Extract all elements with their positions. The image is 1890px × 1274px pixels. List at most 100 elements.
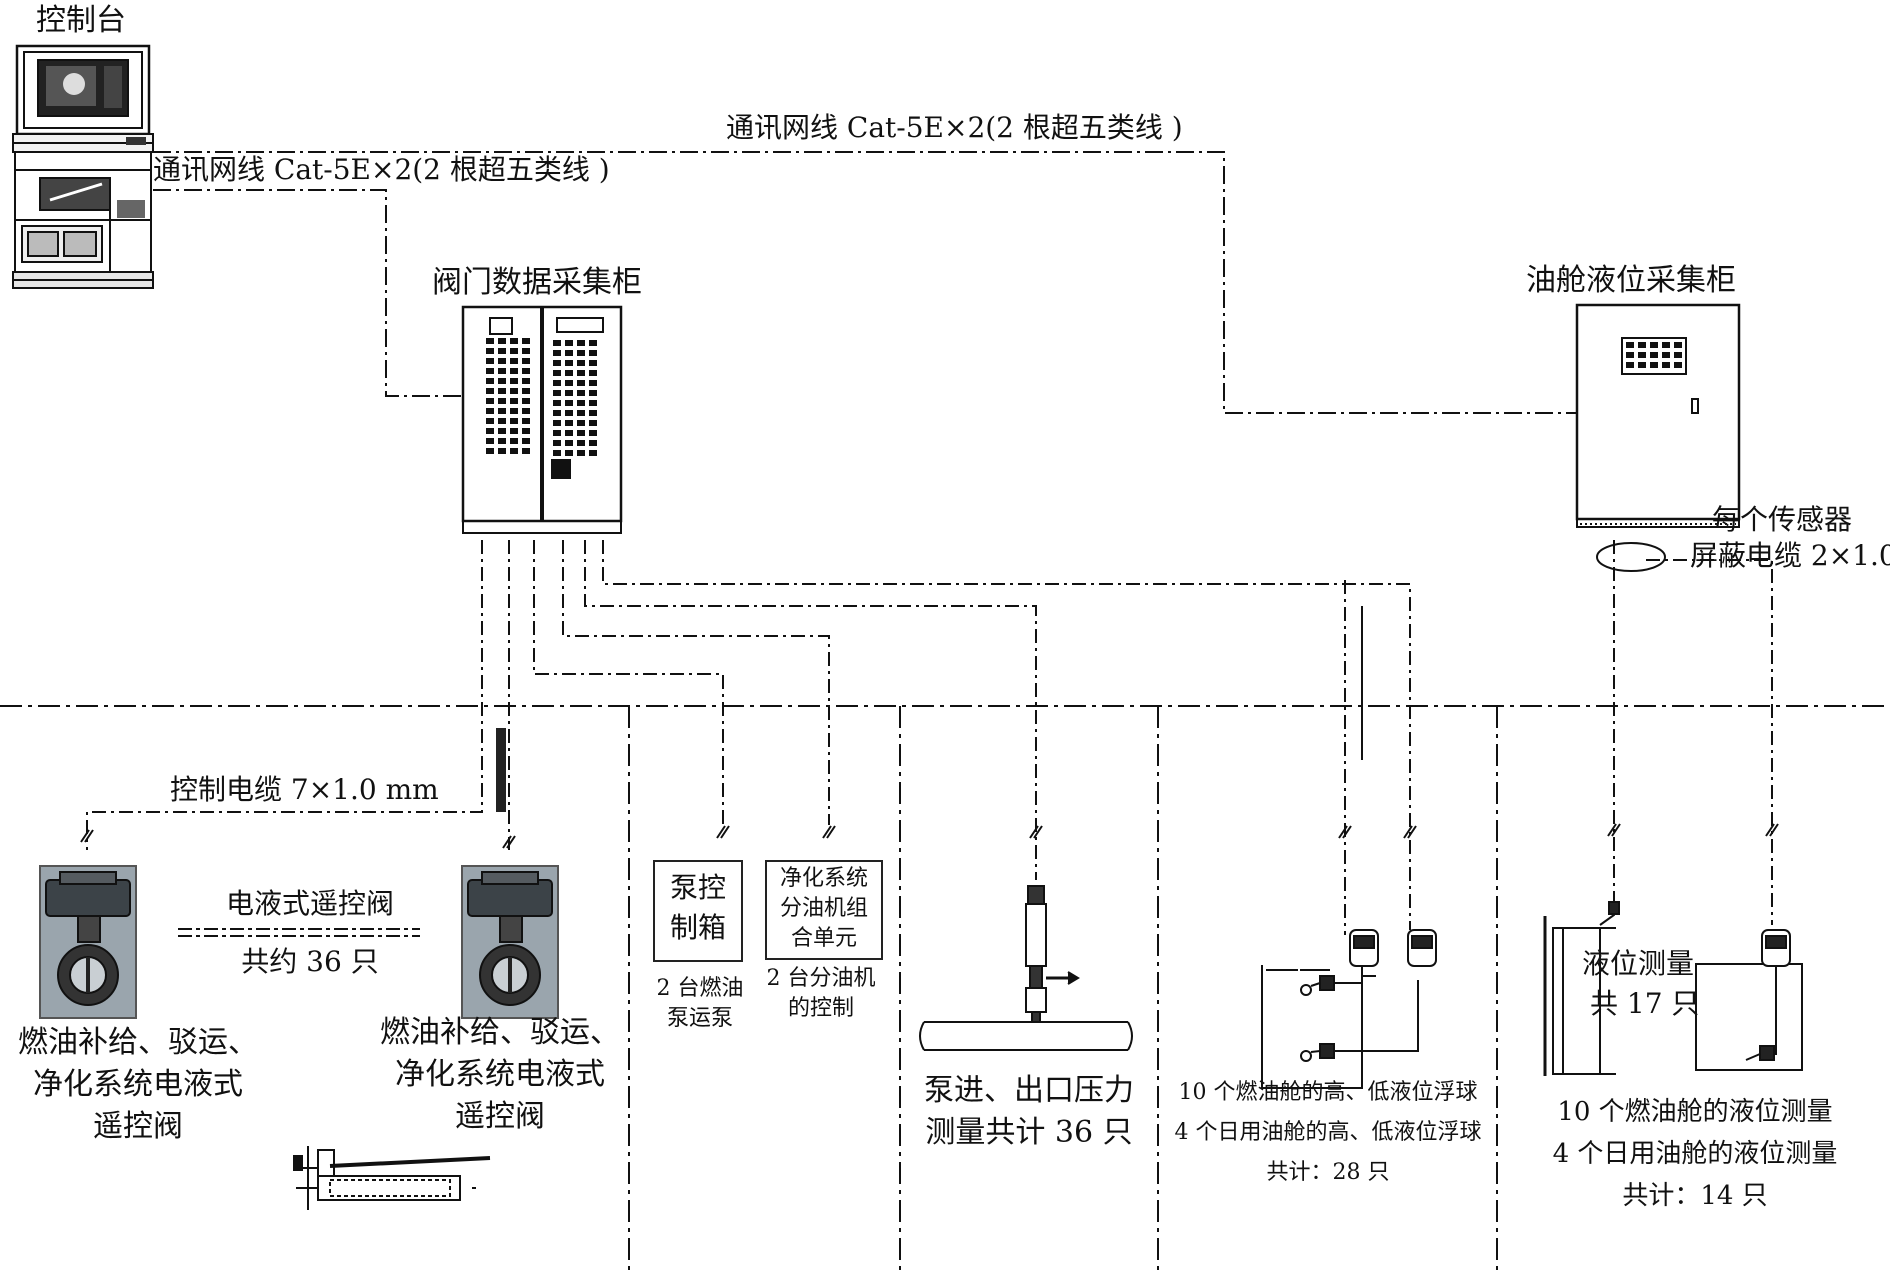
- indicator-light: [1650, 362, 1658, 368]
- valve-left-icon: [39, 865, 137, 1019]
- purifier-box: 净化系统 分油机组 合单元: [765, 860, 883, 960]
- purifier-label-2: 分油机组: [779, 896, 868, 921]
- comm-line-top: [153, 151, 1577, 414]
- sensor-cable-label-1: 每个传感器: [1712, 503, 1853, 536]
- tank-cabinet-indicators: [1626, 342, 1682, 368]
- cable-purifier: [562, 540, 830, 825]
- indicator-light: [565, 400, 573, 406]
- indicator-light: [498, 338, 506, 344]
- cable-tick: [1033, 825, 1043, 839]
- pressure-caption-2: 测量共计 36 只: [925, 1115, 1133, 1150]
- valve-cabinet-title: 阀门数据采集柜: [432, 265, 642, 300]
- indicator-light: [498, 408, 506, 414]
- indicator-light: [589, 450, 597, 456]
- cable-pump: [533, 540, 724, 825]
- indicator-light: [589, 360, 597, 366]
- hand-pump-icon: [293, 1146, 491, 1210]
- cable-tick: [80, 829, 90, 843]
- indicator-light: [486, 448, 494, 454]
- indicator-light: [1638, 352, 1646, 358]
- indicator-light: [1650, 352, 1658, 358]
- indicator-light: [577, 370, 585, 376]
- indicator-light: [498, 428, 506, 434]
- indicator-light: [522, 438, 530, 444]
- sensor-cable-label-2: 屏蔽电缆 2×1.0: [1690, 539, 1890, 572]
- indicator-light: [510, 448, 518, 454]
- indicator-light: [1650, 342, 1658, 348]
- indicator-light: [589, 410, 597, 416]
- indicator-light: [565, 340, 573, 346]
- indicator-light: [486, 398, 494, 404]
- indicator-light: [498, 348, 506, 354]
- indicator-light: [1638, 362, 1646, 368]
- cable-tick: [822, 825, 832, 839]
- indicator-light: [565, 420, 573, 426]
- indicator-light: [498, 378, 506, 384]
- indicator-light: [498, 448, 506, 454]
- level-caption-3: 共计：14 只: [1622, 1181, 1768, 1211]
- indicator-light: [1626, 352, 1634, 358]
- comm-cable-label-left: 通讯网线 Cat-5E×2(2 根超五类线 ): [153, 153, 610, 186]
- indicator-light: [510, 348, 518, 354]
- indicator-light: [486, 378, 494, 384]
- indicator-light: [1626, 362, 1634, 368]
- indicator-light: [577, 340, 585, 346]
- pump-caption-2: 泵运泵: [666, 1006, 733, 1031]
- cable-tick: [1769, 823, 1779, 837]
- indicator-light: [486, 418, 494, 424]
- indicator-light: [522, 408, 530, 414]
- pressure-caption-1: 泵进、出口压力: [924, 1073, 1134, 1108]
- indicator-light: [553, 390, 561, 396]
- indicator-light: [577, 410, 585, 416]
- indicator-light: [498, 388, 506, 394]
- cable-tick: [826, 825, 836, 839]
- valve-cabinet-indicators: [486, 338, 597, 456]
- cable-tick: [720, 825, 730, 839]
- valve-right-caption-3: 遥控阀: [455, 1099, 545, 1134]
- indicator-light: [577, 390, 585, 396]
- indicator-light: [1662, 352, 1670, 358]
- indicator-light: [589, 400, 597, 406]
- pump-box-label-1: 泵控: [669, 871, 726, 904]
- float-caption-3: 共计：28 只: [1266, 1160, 1390, 1185]
- indicator-light: [553, 380, 561, 386]
- indicator-light: [486, 388, 494, 394]
- indicator-light: [486, 358, 494, 364]
- indicator-light: [553, 370, 561, 376]
- indicator-light: [553, 340, 561, 346]
- cable-valve-left: [86, 540, 483, 850]
- indicator-light: [589, 370, 597, 376]
- indicator-light: [565, 390, 573, 396]
- pressure-transmitter-icon: [1025, 885, 1080, 1023]
- float-caption-2: 4 个日用油舱的高、低液位浮球: [1174, 1120, 1482, 1145]
- valve-right-icon: [461, 865, 559, 1019]
- indicator-light: [498, 398, 506, 404]
- indicator-light: [1638, 342, 1646, 348]
- indicator-light: [510, 338, 518, 344]
- indicator-light: [565, 380, 573, 386]
- indicator-light: [522, 418, 530, 424]
- purifier-label-3: 合单元: [790, 926, 857, 951]
- cable-tick: [84, 829, 94, 843]
- indicator-light: [553, 350, 561, 356]
- valve-center-title: 电液式遥控阀: [225, 887, 394, 920]
- indicator-light: [589, 390, 597, 396]
- indicator-light: [522, 338, 530, 344]
- indicator-light: [589, 350, 597, 356]
- indicator-light: [510, 398, 518, 404]
- indicator-light: [486, 438, 494, 444]
- valve-center-count: 共约 36 只: [241, 945, 379, 978]
- tank-cabinet-icon: [1575, 303, 1741, 528]
- control-console-icon: [12, 44, 154, 289]
- cable-tick: [1029, 825, 1039, 839]
- cable-tick: [502, 835, 512, 849]
- indicator-light: [565, 350, 573, 356]
- valve-right-caption-1: 燃油补给、驳运、: [380, 1015, 620, 1050]
- indicator-light: [577, 440, 585, 446]
- indicator-light: [510, 408, 518, 414]
- indicator-light: [553, 420, 561, 426]
- indicator-light: [577, 360, 585, 366]
- indicator-light: [553, 440, 561, 446]
- purifier-caption-2: 的控制: [787, 996, 854, 1021]
- indicator-light: [577, 400, 585, 406]
